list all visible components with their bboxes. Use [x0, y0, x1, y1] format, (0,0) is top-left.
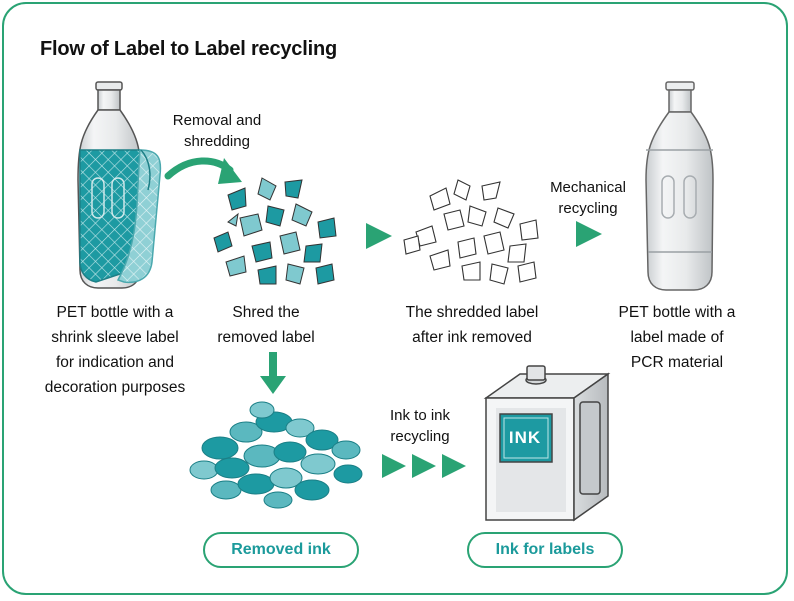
removal-label: Removal and shredding [172, 112, 262, 150]
curved-arrow-icon [164, 157, 242, 184]
pet-bottle-caption: PET bottle with a shrink sleeve label fo… [44, 304, 186, 396]
shred-caption: Shred the removed label [217, 304, 315, 346]
down-arrow-icon [260, 352, 286, 394]
ink-blobs-icon [189, 401, 363, 509]
removed-ink-pill: Removed ink [203, 532, 359, 568]
triangle-arrow-icon [576, 221, 602, 247]
white-shreds-icon [403, 179, 539, 285]
ink-can-icon [483, 365, 611, 522]
diagram-title: Flow of Label to Label recycling [40, 38, 337, 60]
ink-for-labels-pill: Ink for labels [467, 532, 623, 568]
triangle-arrow-icon [442, 454, 466, 478]
shredded-after-caption: The shredded label after ink removed [405, 304, 539, 346]
triangle-arrow-icon [412, 454, 436, 478]
labeled-bottle-icon [77, 81, 162, 289]
mechanical-label: Mechanical recycling [550, 179, 626, 217]
ink-to-ink-label: Ink to ink recycling [389, 407, 451, 445]
teal-shreds-icon [213, 177, 337, 285]
clear-bottle-icon [645, 81, 714, 291]
triangle-arrow-icon [382, 454, 406, 478]
diagram-frame [2, 2, 788, 595]
ink-can-label: INK [508, 428, 542, 447]
triangle-arrow-icon [366, 223, 392, 249]
pcr-bottle-caption: PET bottle with a label made of PCR mate… [618, 304, 736, 371]
